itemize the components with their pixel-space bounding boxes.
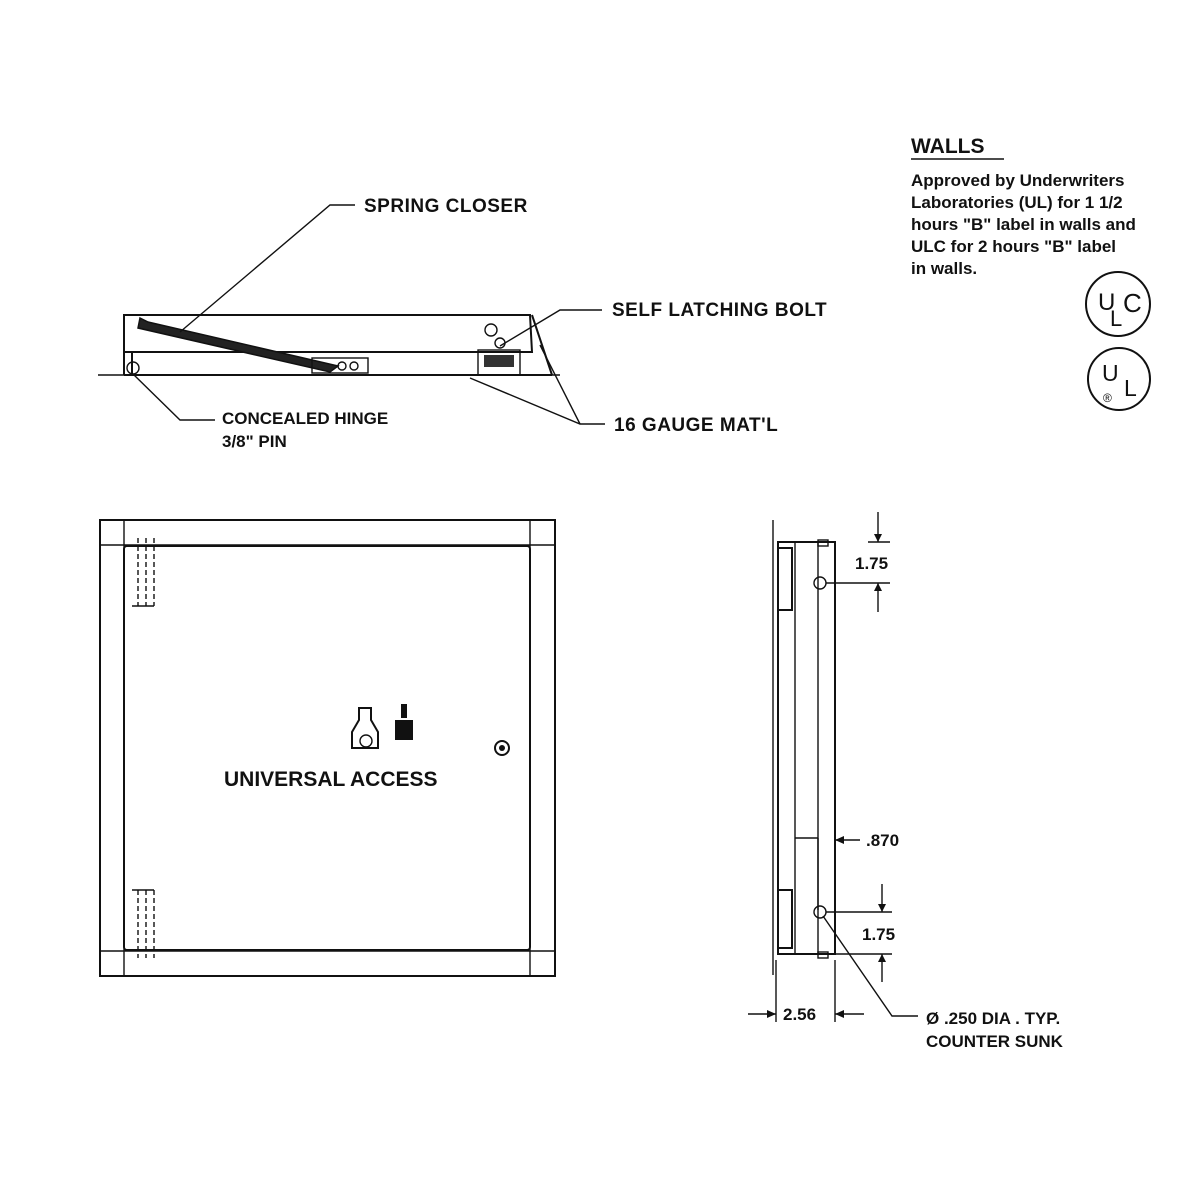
ulc-mark-l: L: [1110, 306, 1122, 331]
ul-mark-u: U: [1102, 360, 1119, 386]
walls-line-4: ULC for 2 hours "B" label: [911, 237, 1116, 256]
walls-line-2: Laboratories (UL) for 1 1/2: [911, 193, 1123, 212]
universal-access-label: UNIVERSAL ACCESS: [224, 768, 438, 791]
ulc-mark-c: C: [1123, 288, 1142, 318]
walls-line-5: in walls.: [911, 259, 977, 278]
dim-bottom-arrowhead-upper: [878, 904, 886, 912]
walls-note: WALLS Approved by Underwriters Laborator…: [911, 135, 1136, 278]
dim-top-arrowhead-lower: [874, 583, 882, 591]
dim-top-offset: 1.75: [855, 554, 888, 573]
spring-closer-bar: [137, 316, 340, 373]
section-view: SPRING CLOSER SELF LATCHING BOLT CONCEAL…: [98, 196, 827, 451]
closer-bracket: [311, 357, 369, 374]
closer-pivot-2: [349, 361, 359, 371]
spring-closer-leader: [179, 204, 355, 333]
key-icon: [351, 707, 379, 749]
hole-callout-line-1: Ø .250 DIA . TYP.: [926, 1009, 1060, 1028]
side-top-tab: [817, 539, 829, 547]
latch-knob: [494, 740, 510, 756]
side-hinge-top: [777, 547, 793, 611]
side-bottom-tab: [817, 951, 829, 959]
dim-depth-arrowhead-left: [767, 1010, 776, 1018]
bottom-hinge: [132, 889, 155, 958]
dim-flange-arrowhead: [835, 836, 844, 844]
frame-lower: [123, 352, 472, 376]
hinge-leader: [132, 373, 215, 421]
dim-top-arrowhead-upper: [874, 534, 882, 542]
latch-knob-center: [499, 745, 505, 751]
ul-mark-l: L: [1124, 375, 1137, 401]
latch-cam: [484, 323, 498, 337]
bottom-countersunk-hole: [813, 905, 827, 919]
screwdriver-icon: [395, 704, 413, 740]
self-latching-bolt-label: SELF LATCHING BOLT: [612, 300, 827, 321]
front-view: UNIVERSAL ACCESS: [99, 519, 556, 977]
door-panel: [123, 314, 534, 353]
walls-line-1: Approved by Underwriters: [911, 171, 1125, 190]
ulc-certification-mark: U L C: [1085, 271, 1151, 337]
spring-closer-label: SPRING CLOSER: [364, 196, 528, 217]
door-face: [123, 545, 531, 951]
latch-screw: [494, 337, 506, 349]
top-countersunk-hole: [813, 576, 827, 590]
side-hinge-bottom: [777, 889, 793, 949]
dim-bottom-arrowhead-lower: [878, 954, 886, 962]
walls-title: WALLS: [911, 135, 985, 158]
top-hinge: [132, 538, 155, 607]
dim-flange: .870: [866, 831, 899, 850]
closer-pivot-1: [337, 361, 347, 371]
side-frame: [777, 541, 836, 955]
side-view: 1.75 .870 1.75 2.56 Ø .250 DIA . TYP. CO…: [748, 512, 1064, 1051]
gauge-label: 16 GAUGE MAT'L: [614, 415, 778, 436]
concealed-hinge-label: CONCEALED HINGE: [222, 409, 388, 428]
dim-depth: 2.56: [783, 1005, 816, 1024]
latch-bolt-housing: [477, 349, 521, 376]
dim-depth-arrowhead-right: [835, 1010, 844, 1018]
pin-label: 3/8" PIN: [222, 432, 287, 451]
gauge-leader-1: [469, 377, 605, 425]
ulc-mark-circle: [1085, 271, 1151, 337]
ulc-mark-u: U: [1098, 289, 1115, 316]
walls-line-3: hours "B" label in walls and: [911, 215, 1136, 234]
latch-bolt: [484, 355, 514, 367]
hole-callout-line-2: COUNTER SUNK: [926, 1032, 1064, 1051]
ul-certification-mark: U L ®: [1087, 347, 1151, 411]
ul-mark-registered: ®: [1103, 391, 1112, 405]
dim-bottom-offset: 1.75: [862, 925, 895, 944]
hole-callout-leader: [822, 915, 918, 1017]
latch-bolt-leader: [499, 309, 602, 347]
outer-frame: [99, 519, 556, 977]
ul-mark-circle: [1087, 347, 1151, 411]
gauge-leader-2: [539, 344, 581, 425]
